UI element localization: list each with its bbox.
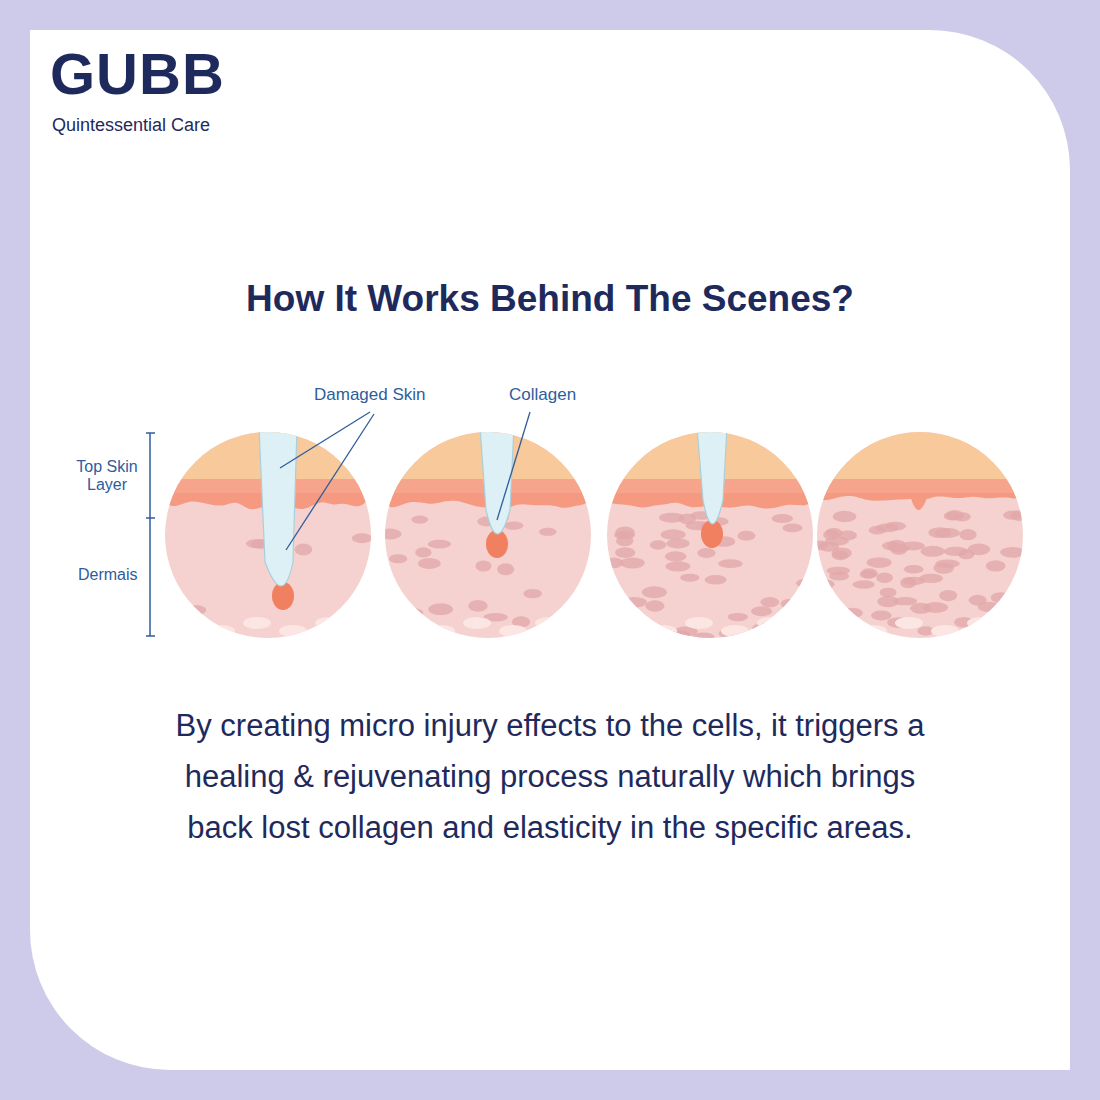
brand-logo: GUBB	[50, 42, 225, 106]
skin-cross-section	[378, 427, 599, 638]
layer-bracket	[146, 433, 155, 636]
skin-cross-section	[807, 432, 1031, 642]
leader-line	[286, 414, 374, 550]
part-label: Damaged Skin	[314, 386, 426, 405]
heading: How It Works Behind The Scenes?	[60, 278, 1040, 320]
leader-line	[497, 412, 530, 520]
layer-label: Dermais	[78, 566, 138, 584]
layer-label: Top Skin Layer	[62, 458, 152, 493]
skin-cross-section	[165, 427, 379, 639]
part-label: Collagen	[509, 386, 576, 405]
skin-cross-section	[605, 427, 821, 641]
caption: By creating micro injury effects to the …	[160, 700, 940, 853]
brand-tagline: Quintessential Care	[52, 116, 210, 136]
